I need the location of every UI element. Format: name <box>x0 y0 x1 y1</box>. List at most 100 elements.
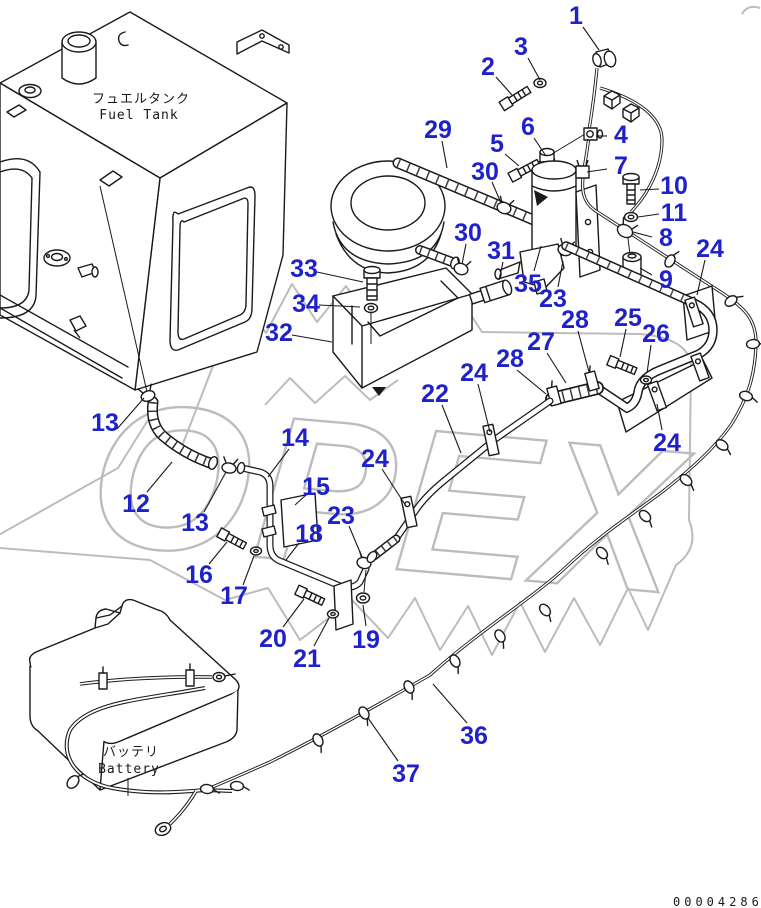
leader-line-23 <box>557 260 564 288</box>
leader-line-35 <box>533 245 542 272</box>
callout-28: 28 <box>561 306 589 334</box>
leader-line-13 <box>116 397 145 430</box>
callout-15: 15 <box>302 473 330 501</box>
callout-23: 23 <box>539 285 567 313</box>
battery: バッテリ Battery <box>28 598 250 837</box>
callout-24: 24 <box>460 359 488 387</box>
leader-line-37 <box>367 717 399 762</box>
leader-line-22 <box>441 404 462 454</box>
leader-line-29 <box>441 140 448 169</box>
leader-line-7 <box>586 168 608 173</box>
callout-16: 16 <box>185 561 213 589</box>
callout-21: 21 <box>293 645 321 673</box>
leader-line-17 <box>242 555 255 586</box>
leader-line-20 <box>282 598 305 628</box>
leader-line-33 <box>316 271 364 283</box>
leader-line-14 <box>267 448 290 478</box>
leader-line-24 <box>696 259 706 296</box>
leader-line-24 <box>477 383 491 433</box>
callout-18: 18 <box>295 520 323 548</box>
fuel-tank-label-en: Fuel Tank <box>99 108 178 123</box>
callout-30: 30 <box>454 219 482 247</box>
leader-line-30 <box>461 243 467 265</box>
fuel-tank: フュエルタンク Fuel Tank <box>0 11 290 393</box>
callout-14: 14 <box>281 424 309 452</box>
leader-line-21 <box>313 617 330 647</box>
strap-24 <box>684 296 704 328</box>
callout-26: 26 <box>642 320 670 348</box>
callout-29: 29 <box>424 116 452 144</box>
callout-1: 1 <box>569 2 583 30</box>
callout-36: 36 <box>460 722 488 750</box>
corner-mark <box>741 5 761 15</box>
callout-25: 25 <box>614 304 642 332</box>
leader-line-27 <box>546 352 567 384</box>
leader-line-34 <box>318 304 361 308</box>
watermark-text: OPEX <box>82 358 698 638</box>
fuel-hose-assembly <box>137 383 375 631</box>
leader-line-26 <box>646 344 652 374</box>
watermark: OPEX <box>0 5 761 656</box>
callout-27: 27 <box>527 328 555 356</box>
callout-30: 30 <box>471 158 499 186</box>
doc-number: 00004286 <box>673 895 761 908</box>
callout-layer: 1234567891011121313141516171819202122232… <box>91 2 724 788</box>
callout-35: 35 <box>514 270 542 298</box>
leader-line-19 <box>362 604 367 627</box>
callout-22: 22 <box>421 380 449 408</box>
callout-7: 7 <box>614 152 628 180</box>
fuel-tank-label-jp: フュエルタンク <box>92 92 190 107</box>
callout-34: 34 <box>292 290 320 318</box>
leader-line-11 <box>637 213 660 218</box>
leader-line-31 <box>498 261 504 281</box>
callout-24: 24 <box>361 445 389 473</box>
fitting-4 <box>583 127 604 141</box>
callout-33: 33 <box>290 255 318 283</box>
callout-6: 6 <box>521 113 535 141</box>
callout-37: 37 <box>392 760 420 788</box>
leader-line-23 <box>348 525 363 558</box>
leader-line-24 <box>656 403 663 431</box>
leader-line-24 <box>381 468 407 507</box>
leader-line-28 <box>577 330 590 373</box>
leader-line-25 <box>619 328 627 358</box>
leader-line-6 <box>533 137 547 157</box>
leader-line-3 <box>527 57 541 81</box>
leader-line-9 <box>639 267 653 276</box>
harness-clips <box>312 250 761 754</box>
leader-line-15 <box>294 494 307 506</box>
battery-label-en: Battery <box>98 762 160 777</box>
callout-12: 12 <box>122 490 150 518</box>
callout-11: 11 <box>661 199 688 227</box>
battery-label-jp: バッテリ <box>103 745 159 760</box>
leader-line-16 <box>208 541 228 565</box>
grommet <box>592 48 617 68</box>
callout-28: 28 <box>496 345 524 373</box>
callout-3: 3 <box>514 33 528 61</box>
strap-24 <box>690 352 710 382</box>
watermark-burst-inner <box>264 375 399 406</box>
callout-2: 2 <box>481 53 495 81</box>
callout-19: 19 <box>352 626 380 654</box>
leader-line-36 <box>432 683 468 724</box>
leader-line-2 <box>495 76 513 96</box>
leader-line-1 <box>582 26 600 51</box>
callout-10: 10 <box>660 172 688 200</box>
callout-24: 24 <box>696 235 724 263</box>
leader-line-13 <box>203 471 227 513</box>
callout-32: 32 <box>265 319 293 347</box>
callout-13: 13 <box>181 509 209 537</box>
callout-4: 4 <box>614 121 628 149</box>
fuel-line <box>366 241 718 564</box>
callout-8: 8 <box>659 224 673 252</box>
connector <box>603 90 640 123</box>
strap-24 <box>646 380 668 412</box>
callout-23: 23 <box>327 502 355 530</box>
leader-line-5 <box>504 153 520 167</box>
leader-line-10 <box>639 188 660 191</box>
callout-5: 5 <box>490 130 504 158</box>
callout-17: 17 <box>220 582 248 610</box>
leader-line-18 <box>285 542 300 561</box>
